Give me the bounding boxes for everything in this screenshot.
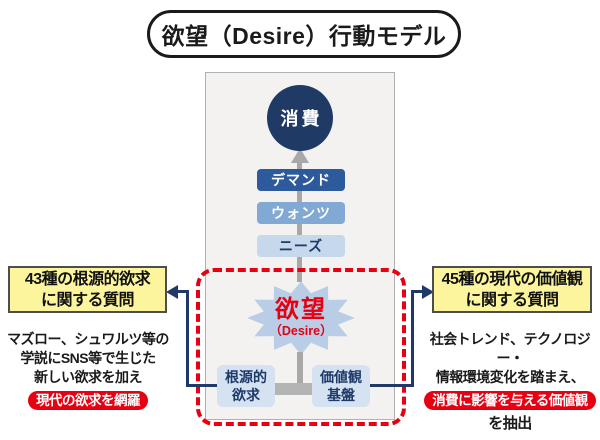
right-note-suffix: を抽出	[488, 415, 532, 432]
flow-line-lower	[297, 352, 303, 390]
connector-bar	[275, 383, 312, 395]
desire-burst: 欲望 （Desire）	[246, 279, 356, 357]
page-title: 欲望（Desire）行動モデル	[147, 10, 461, 58]
up-arrow-icon	[291, 148, 309, 163]
left-question-box: 43種の根源的欲求 に関する質問	[8, 266, 167, 313]
fundamental-desire-box: 根源的 欲求	[217, 365, 275, 407]
burst-icon	[247, 281, 355, 355]
wants-box: ウォンツ	[257, 202, 345, 224]
needs-box: ニーズ	[257, 235, 345, 257]
desire-label: 欲望	[275, 295, 327, 323]
right-highlight-pill: 消費に影響を与える価値観	[424, 391, 596, 410]
fundamental-desire-line2: 欲求	[232, 387, 260, 403]
left-connector-bottom	[186, 384, 217, 387]
right-question-box: 45種の現代の価値観 に関する質問	[432, 266, 592, 313]
right-connector-bottom	[370, 384, 414, 387]
left-arrow-icon	[166, 285, 178, 299]
left-highlight-pill: 現代の欲求を網羅	[28, 391, 148, 410]
right-note: 社会トレンド、テクノロジー・ 情報環境変化を踏まえ、 消費に影響を与える価値観 …	[420, 330, 600, 433]
right-note-line1: 社会トレンド、テクノロジー・	[429, 331, 591, 366]
right-connector-vertical	[411, 290, 414, 387]
values-base-line2: 基盤	[327, 387, 355, 403]
fundamental-desire-line1: 根源的	[225, 369, 267, 385]
desire-sublabel: （Desire）	[269, 323, 333, 338]
left-question-line2: に関する質問	[40, 291, 135, 309]
right-connector-top	[411, 290, 423, 293]
left-question-line1: 43種の根源的欲求	[24, 270, 151, 288]
desire-label-group: 欲望 （Desire）	[246, 279, 356, 357]
values-base-line1: 価値観	[320, 369, 362, 385]
left-note-line2: 学説にSNS等で生じた	[20, 350, 156, 366]
values-base-box: 価値観 基盤	[312, 365, 370, 407]
demand-box: デマンド	[257, 169, 345, 191]
left-connector-vertical	[186, 290, 189, 387]
red-dashed-frame	[196, 268, 406, 426]
left-note-line1: マズロー、シュワルツ等の	[7, 331, 169, 347]
right-note-line2: 情報環境変化を踏まえ、	[435, 369, 585, 385]
left-note: マズロー、シュワルツ等の 学説にSNS等で生じた 新しい欲求を加え 現代の欲求を…	[0, 330, 176, 410]
right-arrow-icon	[422, 285, 434, 299]
left-note-line3: 新しい欲求を加え	[34, 369, 143, 385]
right-question-line2: に関する質問	[465, 291, 559, 309]
consumption-circle: 消費	[267, 85, 333, 151]
left-connector-top	[178, 290, 189, 293]
right-question-line1: 45種の現代の価値観	[441, 270, 583, 288]
